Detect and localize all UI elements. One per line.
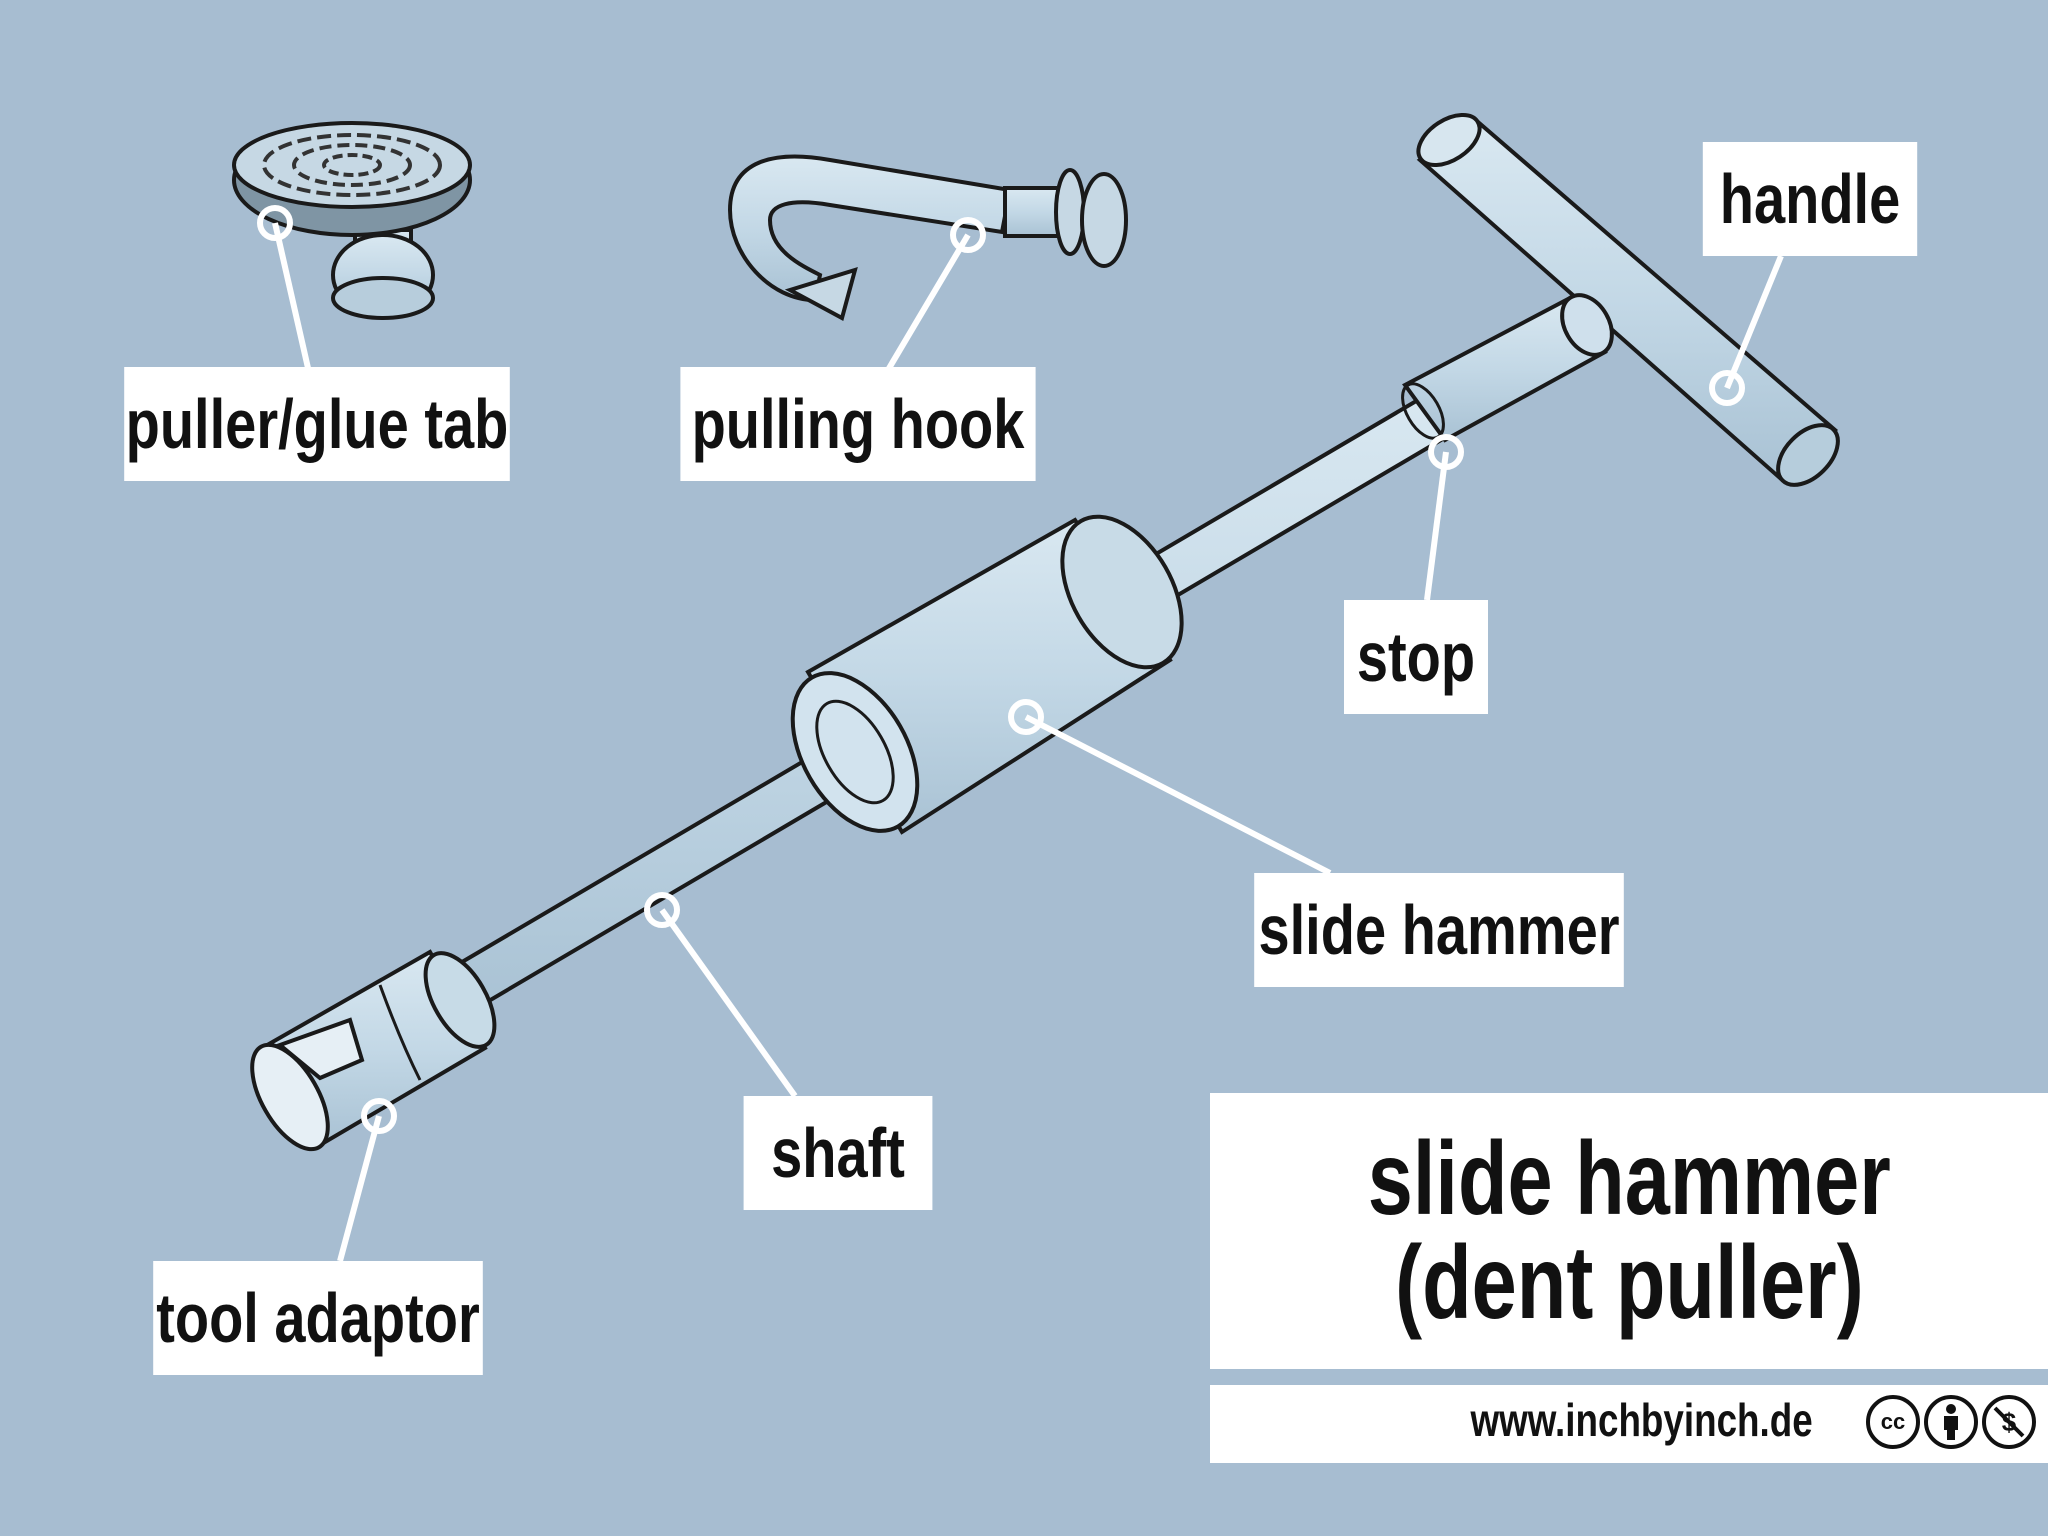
leader-tool-adaptor	[337, 1115, 382, 1262]
leader-pulling-hook	[885, 233, 971, 372]
attribution-icon	[1924, 1395, 1978, 1449]
label-handle-text: handle	[1719, 160, 1901, 238]
footer-box: www.inchbyinch.de cc $	[1210, 1385, 2048, 1463]
leader-handle	[1724, 254, 1784, 390]
leader-stop	[1424, 451, 1449, 601]
label-pulling-hook: pulling hook	[680, 367, 1036, 481]
tool-adaptor-illustration	[250, 949, 497, 1152]
cc-icon-text: cc	[1880, 1409, 1906, 1434]
stop-illustration	[1401, 293, 1614, 443]
label-shaft: shaft	[743, 1096, 933, 1210]
leader-slide-hammer	[1024, 714, 1332, 876]
non-commercial-icon: $	[1982, 1395, 2036, 1449]
title-line-2: (dent puller)	[1394, 1225, 1864, 1341]
label-pulling-hook-text: pulling hook	[691, 385, 1025, 463]
label-stop: stop	[1344, 600, 1488, 714]
non-commercial-glyph: $	[1993, 1406, 2025, 1438]
glue-tab-illustration	[232, 121, 472, 320]
attribution-glyph	[1944, 1404, 1958, 1440]
label-puller-glue-tab-text: puller/glue tab	[125, 385, 509, 463]
title-box: slide hammer (dent puller)	[1210, 1093, 2048, 1369]
website-link[interactable]: www.inchbyinch.de	[1470, 1394, 1813, 1446]
slide-hammer-illustration	[790, 514, 1184, 835]
label-tool-adaptor-text: tool adaptor	[156, 1279, 480, 1357]
title-line-1: slide hammer	[1367, 1121, 1891, 1237]
label-slide-hammer: slide hammer	[1254, 873, 1624, 987]
label-handle: handle	[1702, 142, 1918, 256]
leader-dots	[257, 205, 1745, 1134]
cc-icon: cc	[1866, 1395, 1920, 1449]
leader-shaft	[659, 908, 798, 1098]
pulling-hook-illustration	[727, 154, 1128, 321]
handle-illustration	[1416, 113, 1840, 487]
label-shaft-text: shaft	[771, 1114, 905, 1192]
leader-glue-tab	[272, 222, 311, 369]
label-tool-adaptor: tool adaptor	[153, 1261, 483, 1375]
label-puller-glue-tab: puller/glue tab	[124, 367, 510, 481]
license-badges: cc $	[1866, 1395, 2036, 1455]
leader-lines	[272, 222, 1784, 1262]
label-stop-text: stop	[1356, 618, 1476, 696]
label-slide-hammer-text: slide hammer	[1258, 891, 1620, 969]
